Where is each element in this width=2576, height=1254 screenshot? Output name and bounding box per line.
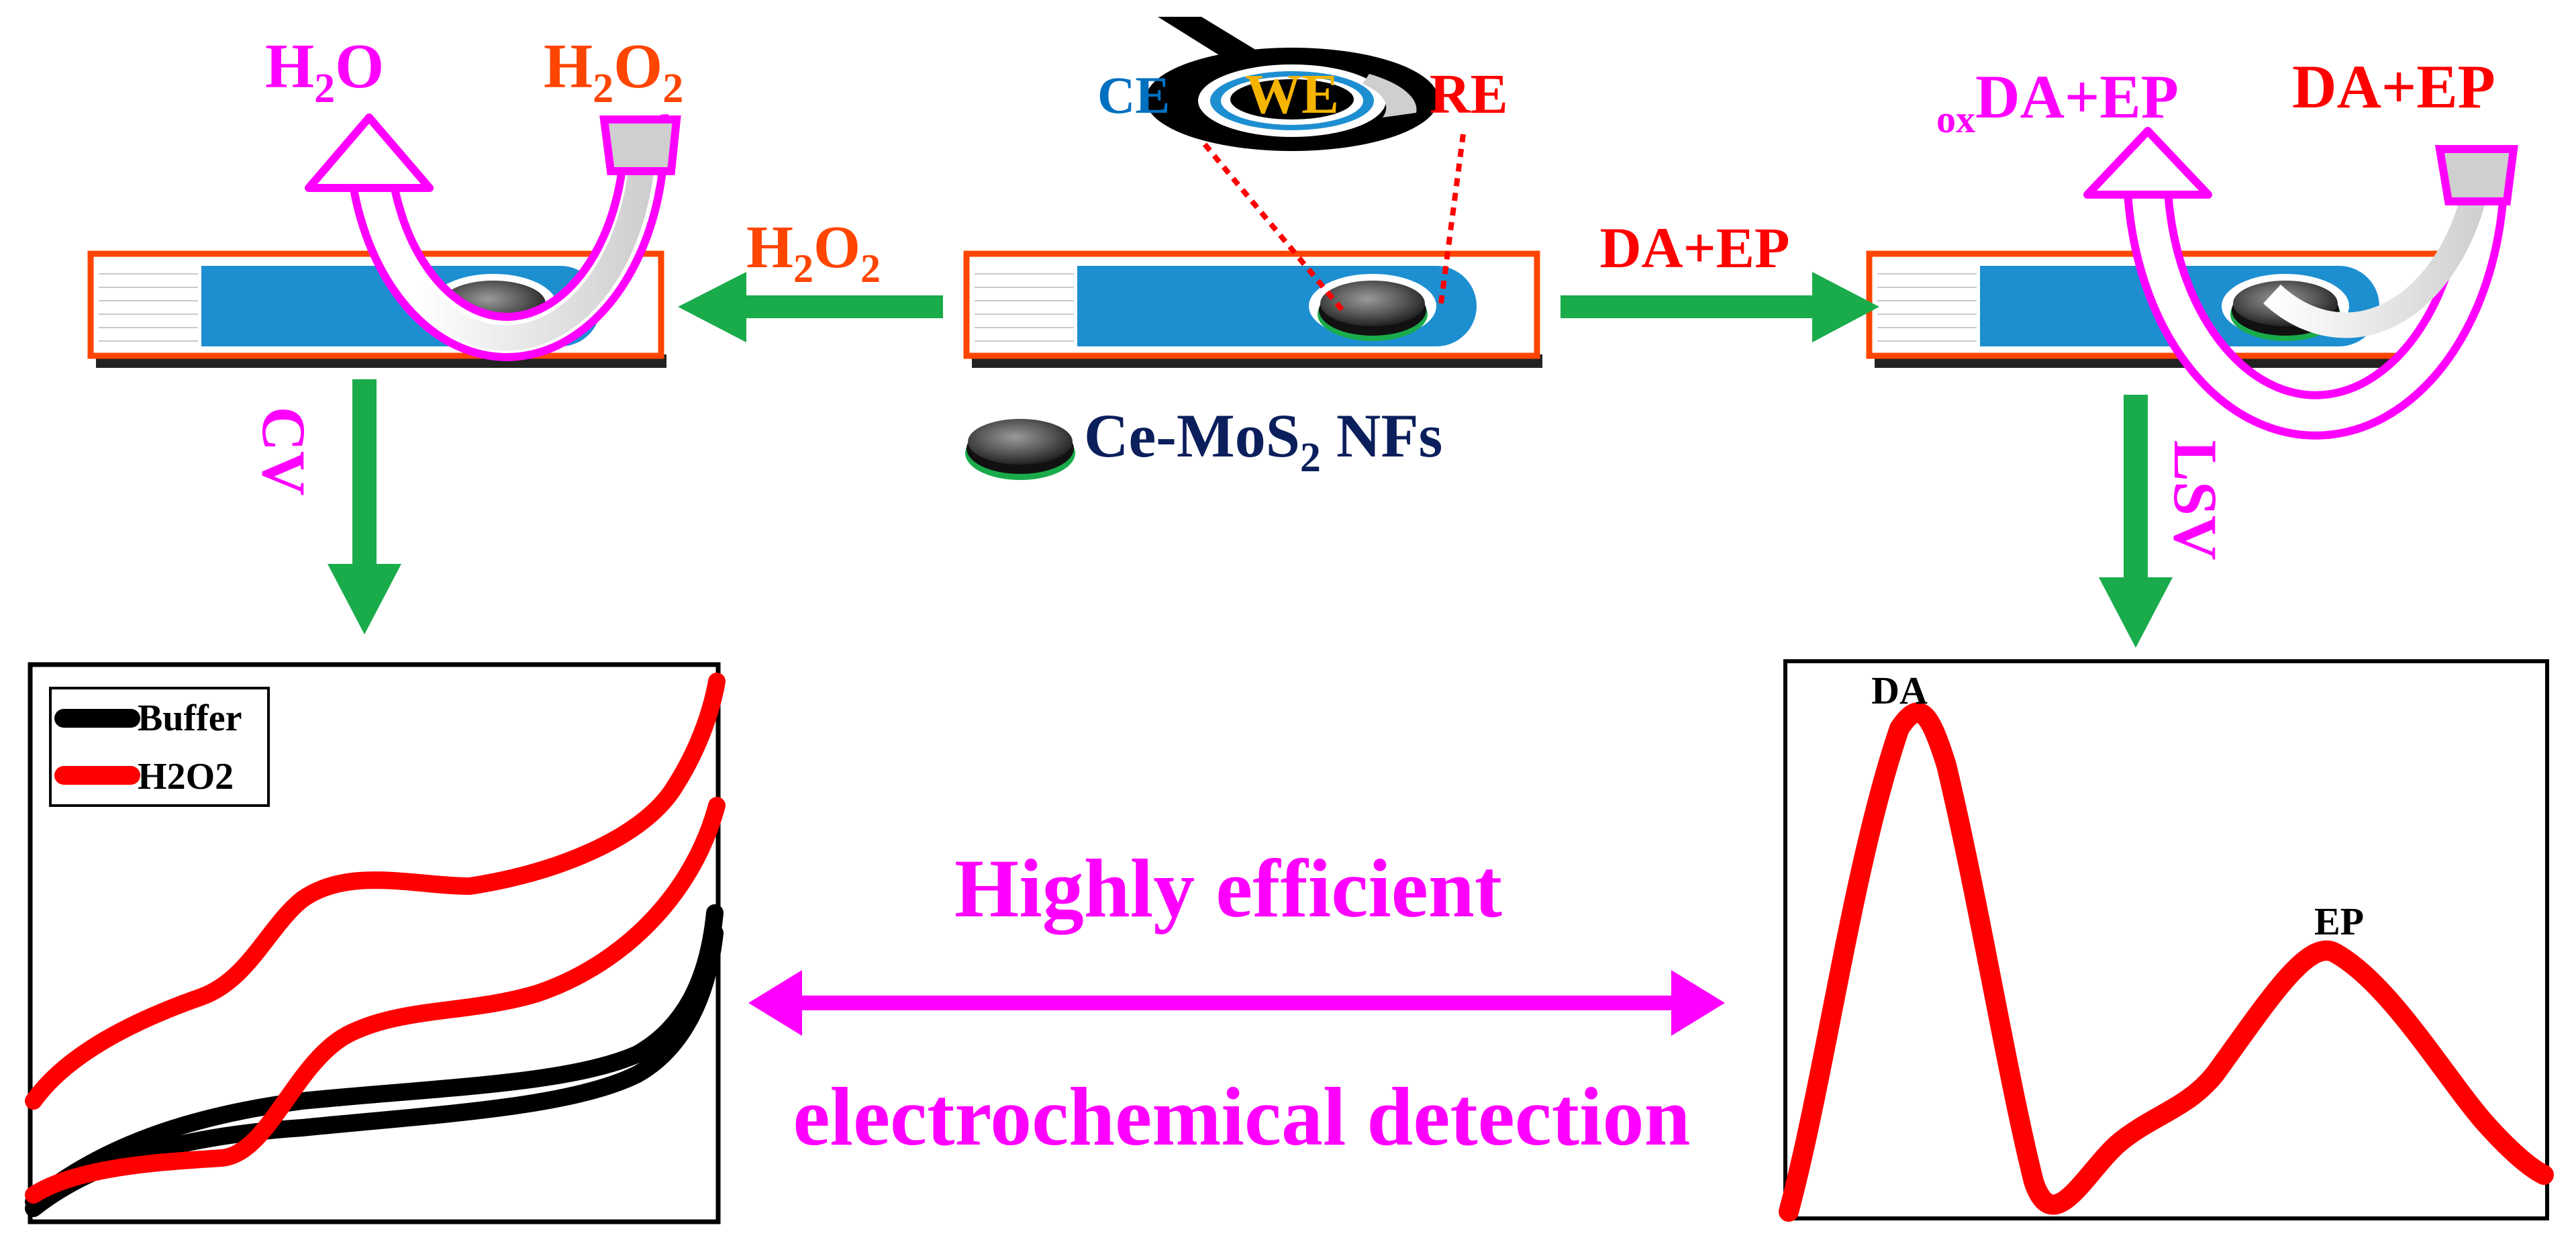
ce-label: CE: [1097, 66, 1170, 124]
right-arrow-label: DA+EP: [1599, 215, 1789, 280]
middle-line-1: Highly efficient: [954, 842, 1502, 935]
cv-plot: Buffer H2O2: [25, 662, 726, 1224]
re-label: RE: [1430, 63, 1508, 126]
lsv-down-arrow: [2099, 395, 2173, 648]
lsv-plot-frame: [1783, 659, 2549, 1220]
cv-down-arrow: [328, 379, 401, 634]
lsv-plot: DA EP: [1779, 659, 2554, 1222]
right-reaction-arrow: [2083, 127, 2518, 440]
ce-mos2-disc-icon: [965, 419, 1075, 480]
left-product-label: H2O: [265, 32, 384, 111]
cv-legend: [49, 687, 270, 807]
left-reaction-arrow: [305, 113, 681, 361]
da-peak-label: DA: [1871, 669, 1928, 712]
left-reactant-label: H2O2: [544, 32, 683, 111]
arrow-to-left-electrode: [678, 272, 943, 342]
right-product-label: oxDA+EP: [1936, 62, 2179, 141]
center-electrode-strip: [963, 250, 1542, 368]
zoom-guide-lines: [1202, 134, 1466, 312]
cv-label: CV: [250, 407, 318, 496]
ep-peak-label: EP: [2314, 900, 2364, 943]
h2o2-curve: [25, 673, 726, 1204]
material-label: Ce-MoS2 NFs: [1084, 401, 1442, 481]
lsv-curve: [1779, 702, 2554, 1222]
buffer-curve: [25, 904, 724, 1217]
left-arrow-label: H2O2: [746, 214, 881, 291]
we-label: WE: [1245, 63, 1339, 126]
electrode-zoom-icon: [1146, 17, 1438, 151]
arrow-to-right-electrode: [1561, 272, 1879, 342]
right-reactant-label: DA+EP: [2292, 52, 2495, 121]
legend-buffer-label: Buffer: [138, 697, 242, 739]
middle-line-2: electrochemical detection: [793, 1071, 1691, 1163]
double-arrow: [748, 970, 1725, 1036]
legend-h2o2-label: H2O2: [138, 756, 234, 798]
lsv-label: LSV: [2161, 440, 2230, 561]
